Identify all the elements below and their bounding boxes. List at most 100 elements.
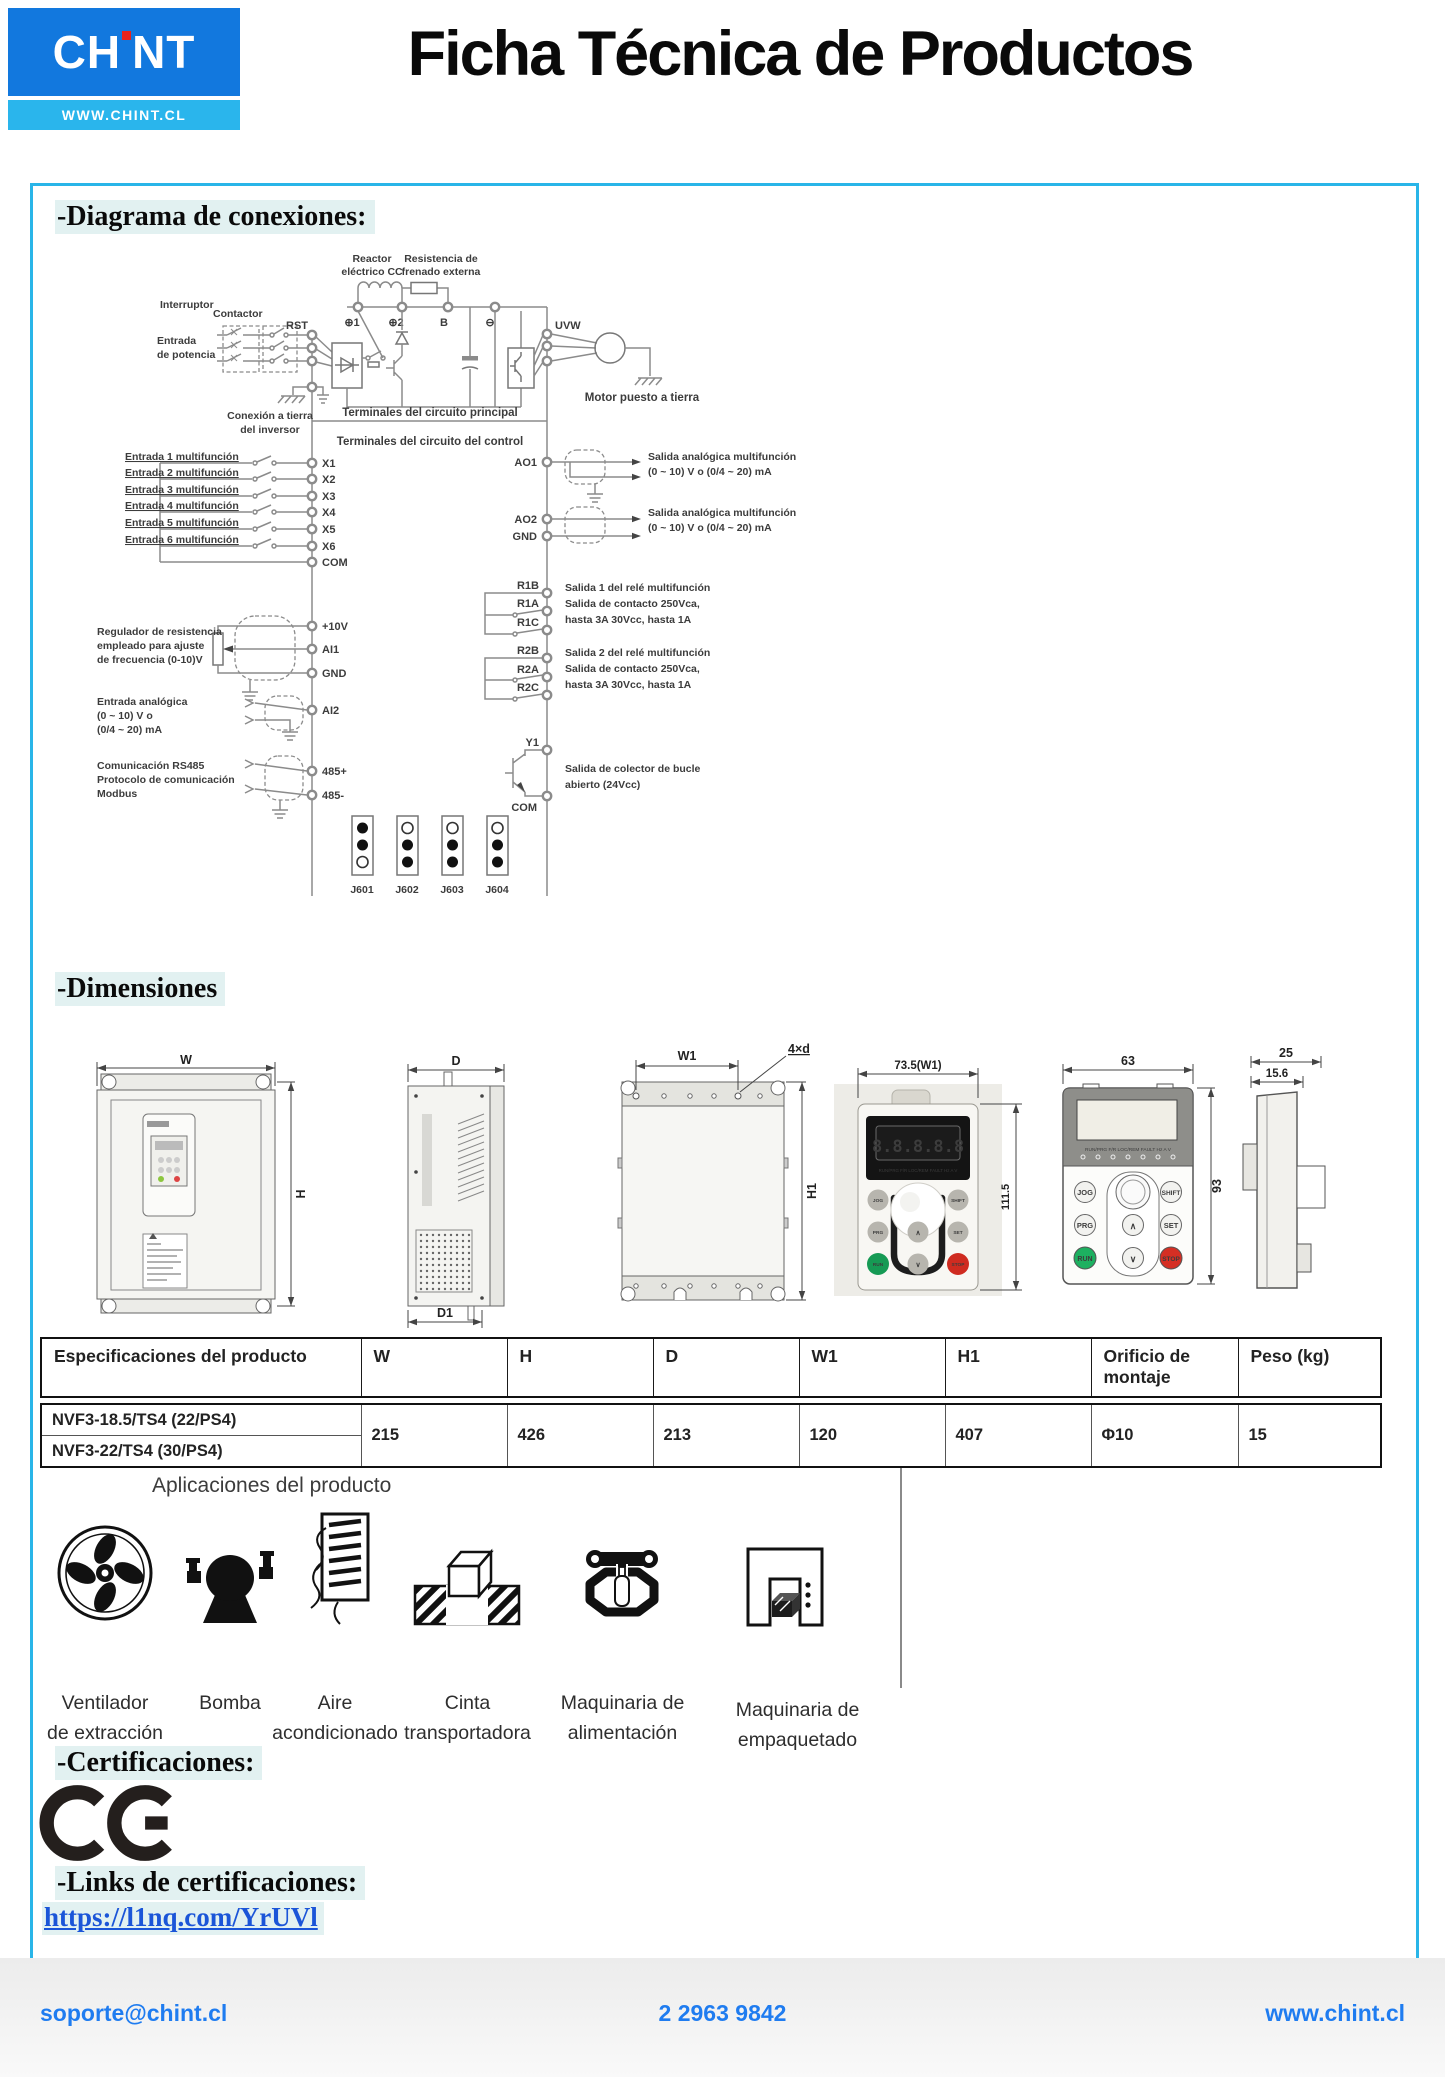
svg-text:COM: COM <box>511 802 537 814</box>
svg-text:Salida analógica multifunción: Salida analógica multifunción <box>648 451 796 463</box>
svg-text:Modbus: Modbus <box>97 788 137 800</box>
model-name: NVF3-18.5/TS4 (22/PS4) <box>40 1403 362 1436</box>
chassis-ground-icon <box>277 395 306 404</box>
conveyor-icon <box>413 1548 521 1626</box>
svg-text:X4: X4 <box>322 507 336 519</box>
svg-text:111.5: 111.5 <box>1000 1184 1012 1210</box>
svg-text:X3: X3 <box>322 491 335 503</box>
svg-text:Entrada 4 multifunción: Entrada 4 multifunción <box>125 500 239 512</box>
svg-text:63: 63 <box>1121 1054 1135 1068</box>
run-button <box>1073 1246 1097 1270</box>
svg-text:D: D <box>451 1054 460 1068</box>
power-input-label: Entrada <box>157 335 196 347</box>
svg-text:∧: ∧ <box>915 1230 920 1237</box>
table-row: NVF3-18.5/TS4 (22/PS4) 215 426 213 120 4… <box>40 1403 1382 1468</box>
brake-resistor-icon <box>410 281 438 295</box>
contactor-icon <box>262 325 298 373</box>
section-diagram-heading: -Diagrama de conexiones: <box>55 200 375 234</box>
col-header: H1 <box>944 1337 1092 1398</box>
svg-text:JOG: JOG <box>873 1198 883 1204</box>
svg-text:Salida 1 del relé multifunción: Salida 1 del relé multifunción <box>565 582 710 594</box>
svg-text:R1A: R1A <box>517 598 539 610</box>
certification-link[interactable]: https://l1nq.com/YrUVl <box>42 1902 324 1935</box>
keypad-side-drawing: 25 15.6 <box>1242 1048 1326 1289</box>
svg-text:Salida 2 del relé multifunción: Salida 2 del relé multifunción <box>565 647 710 659</box>
warning-label <box>142 1233 188 1289</box>
svg-text:(0 ~ 10) V o: (0 ~ 10) V o <box>97 710 153 722</box>
value-w1: 120 <box>798 1403 946 1468</box>
svg-text:D1: D1 <box>437 1306 453 1320</box>
svg-text:Motor puesto a tierra: Motor puesto a tierra <box>585 392 700 404</box>
inverter-icon <box>507 347 535 389</box>
svg-text:J602: J602 <box>395 884 419 896</box>
svg-text:H: H <box>294 1189 308 1198</box>
value-weight: 15 <box>1237 1403 1382 1468</box>
svg-text:Regulador de resistencia: Regulador de resistencia <box>97 626 222 638</box>
svg-text:∨: ∨ <box>1130 1254 1137 1264</box>
value-d: 213 <box>652 1403 800 1468</box>
footer-web: www.chint.cl <box>1265 2000 1405 2026</box>
svg-text:abierto (24Vcc): abierto (24Vcc) <box>565 779 640 791</box>
svg-text:GND: GND <box>322 668 347 680</box>
pump-icon <box>186 1551 274 1623</box>
led-labels: RUN/PRG F/R LOC/REM FAULT Hz A V <box>879 1168 958 1173</box>
svg-text:PRG: PRG <box>1077 1221 1093 1230</box>
motor-icon <box>594 332 626 364</box>
col-header: H <box>506 1337 654 1398</box>
side-view-drawing: D D1 <box>407 1054 505 1328</box>
spec-table-header: Especificaciones del producto W H D W1 H… <box>40 1337 1382 1398</box>
svg-text:(0 ~ 10) V o (0/4 ~ 20) mA: (0 ~ 10) V o (0/4 ~ 20) mA <box>648 522 772 534</box>
brake-resistor-label: Resistencia de <box>404 253 478 265</box>
svg-text:empleado para ajuste: empleado para ajuste <box>97 640 205 652</box>
content-frame <box>30 183 1419 1962</box>
svg-text:⊖: ⊖ <box>485 317 494 329</box>
svg-text:∧: ∧ <box>1130 1221 1137 1231</box>
svg-text:∨: ∨ <box>915 1262 920 1269</box>
svg-text:J601: J601 <box>350 884 374 896</box>
svg-text:Conexión a tierra: Conexión a tierra <box>227 410 313 422</box>
svg-text:Comunicación RS485: Comunicación RS485 <box>97 760 205 772</box>
svg-text:R2B: R2B <box>517 645 539 657</box>
svg-text:B: B <box>440 317 448 329</box>
col-header: Especificaciones del producto <box>40 1337 362 1398</box>
svg-text:Entrada analógica: Entrada analógica <box>97 696 188 708</box>
footer-phone: 2 2963 9842 <box>658 2000 787 2026</box>
svg-text:X1: X1 <box>322 458 335 470</box>
reactor-coil-icon <box>357 281 403 289</box>
svg-text:Protocolo de comunicación: Protocolo de comunicación <box>97 774 235 786</box>
svg-text:(0/4 ~ 20) mA: (0/4 ~ 20) mA <box>97 724 162 736</box>
svg-text:X5: X5 <box>322 524 335 536</box>
svg-text:RUN: RUN <box>1077 1256 1092 1263</box>
col-header: Orificio de montaje <box>1090 1337 1239 1398</box>
svg-text:SET: SET <box>953 1230 962 1236</box>
svg-text:X2: X2 <box>322 474 335 486</box>
svg-text:STOP: STOP <box>952 1262 966 1268</box>
applications-title: Aplicaciones del producto <box>152 1474 392 1497</box>
svg-text:SHIFT: SHIFT <box>951 1198 965 1204</box>
column-divider <box>900 1468 902 1688</box>
breaker-label: Interruptor <box>160 299 214 311</box>
svg-text:GND: GND <box>513 531 538 543</box>
value-w: 215 <box>360 1403 508 1468</box>
seven-segment-display: 8.8.8.8.8 <box>872 1137 964 1157</box>
svg-text:Entrada 5 multifunción: Entrada 5 multifunción <box>125 517 239 529</box>
reactor-label: Reactor <box>352 253 391 265</box>
connection-diagram: Reactor eléctrico CC Resistencia de fren… <box>97 253 796 896</box>
svg-text:R1C: R1C <box>517 617 539 629</box>
value-hole: Φ10 <box>1090 1403 1239 1468</box>
svg-text:Salida de colector de bucle: Salida de colector de bucle <box>565 763 701 775</box>
svg-text:Terminales del circuito princi: Terminales del circuito principal <box>342 407 518 419</box>
svg-text:AI1: AI1 <box>322 644 339 656</box>
svg-text:UVW: UVW <box>555 320 581 332</box>
app-label-pump: Bomba <box>199 1692 261 1714</box>
svg-text:93: 93 <box>1210 1179 1224 1193</box>
col-header: Peso (kg) <box>1237 1337 1382 1398</box>
svg-text:STOP: STOP <box>1162 1256 1180 1263</box>
capacitor-icon <box>462 356 478 361</box>
col-header: W <box>360 1337 508 1398</box>
spec-table-body: NVF3-18.5/TS4 (22/PS4) 215 426 213 120 4… <box>40 1403 1382 1468</box>
stop-button <box>947 1253 969 1275</box>
